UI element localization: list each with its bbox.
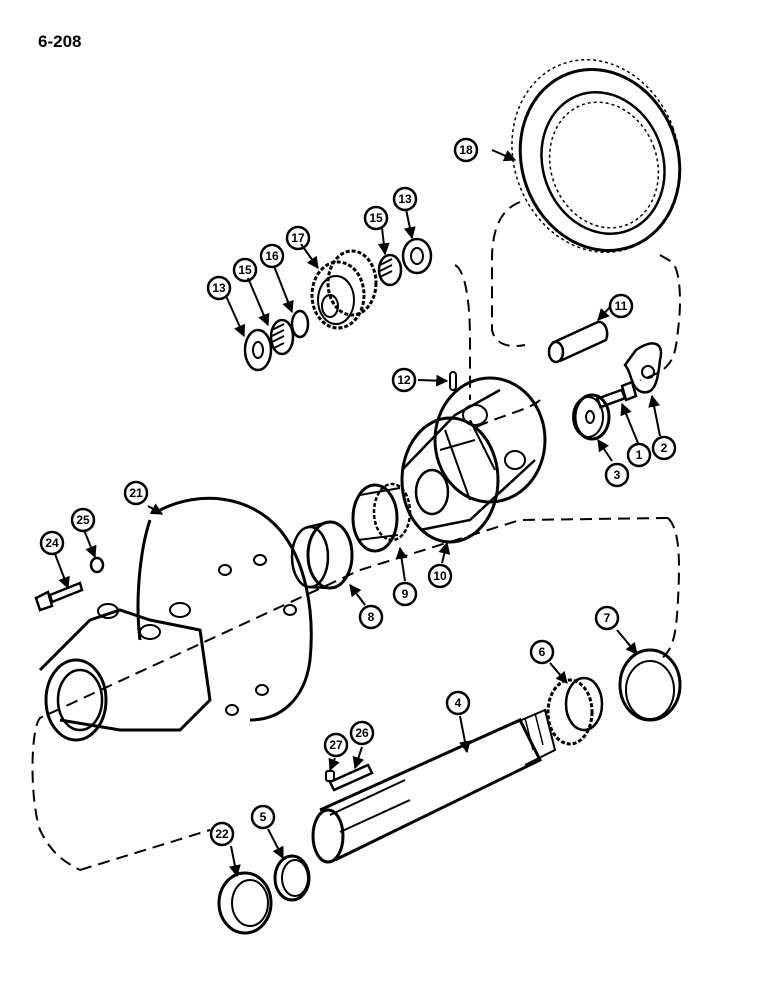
callout-6: 6 [529,639,555,665]
lock-washer-25 [89,556,105,574]
svg-text:8: 8 [368,610,375,624]
callout-4: 4 [445,690,471,716]
bearing-cup-8 [290,520,354,590]
ring-gear-18 [511,58,682,254]
svg-text:10: 10 [433,569,447,583]
callout-15-right: 15 [363,205,389,231]
svg-text:2: 2 [661,441,668,455]
wear-sleeve-5 [273,854,311,902]
svg-text:15: 15 [369,211,383,225]
callout-8: 8 [358,604,384,630]
svg-text:21: 21 [129,486,143,500]
callout-16: 16 [259,243,285,269]
callout-22: 22 [209,821,235,847]
callout-11: 11 [608,293,634,319]
callout-27: 27 [323,732,349,758]
svg-text:25: 25 [76,513,90,527]
callout-12: 12 [391,367,417,393]
callout-25: 25 [70,507,96,533]
callout-18: 18 [453,137,479,163]
planet-shaft-11 [547,320,609,364]
svg-text:4: 4 [455,696,462,710]
bearing-cup-7 [618,648,682,722]
svg-text:24: 24 [45,536,59,550]
callout-13-left: 13 [206,275,232,301]
axle-shaft-4 [311,708,557,864]
leader-lines [54,149,661,878]
callout-2: 2 [651,435,677,461]
needle-bearing-15-left [269,318,295,356]
page-number: 6-208 [38,32,82,51]
needle-bearing-15-right [377,253,403,287]
svg-text:12: 12 [397,373,411,387]
lock-plate-2 [623,342,663,394]
tapered-roller-bearing-9 [351,482,412,553]
callout-15-left: 15 [232,257,258,283]
svg-text:18: 18 [459,143,473,157]
svg-text:17: 17 [291,231,305,245]
washer-13-right [401,237,433,275]
roll-pin-12 [449,371,457,391]
bolt-24 [34,581,84,612]
spacer-16 [290,309,310,339]
svg-text:11: 11 [615,299,628,313]
planet-gear-17 [310,249,378,330]
svg-text:16: 16 [265,249,279,263]
svg-text:5: 5 [260,810,267,824]
callout-1: 1 [626,442,652,468]
svg-text:1: 1 [636,448,643,462]
washer-13-left [243,328,273,372]
bolt-1 [595,380,638,409]
svg-text:27: 27 [329,738,343,752]
svg-text:7: 7 [604,611,611,625]
callout-7: 7 [594,605,620,631]
callout-10: 10 [427,563,453,589]
woodruff-key-26 [328,763,374,792]
callout-9: 9 [392,581,418,607]
oil-seal-22 [217,871,273,935]
svg-text:13: 13 [212,281,226,295]
callout-3: 3 [604,462,630,488]
svg-text:9: 9 [402,587,409,601]
assembly-dashed-lines [31,201,681,871]
svg-text:6: 6 [539,645,546,659]
final-drive-housing-21 [38,496,313,742]
svg-text:26: 26 [355,726,369,740]
thrust-washer-3 [572,393,611,441]
callout-17: 17 [285,225,311,251]
callout-26: 26 [349,720,375,746]
tapered-roller-bearing-6 [546,676,604,746]
svg-text:22: 22 [215,827,229,841]
svg-text:3: 3 [614,468,621,482]
svg-text:15: 15 [238,263,252,277]
callout-5: 5 [250,804,276,830]
callout-13-right: 13 [392,186,418,212]
callout-21: 21 [123,480,149,506]
svg-text:13: 13 [398,192,412,206]
planet-carrier-10 [400,376,547,544]
callout-24: 24 [39,530,65,556]
